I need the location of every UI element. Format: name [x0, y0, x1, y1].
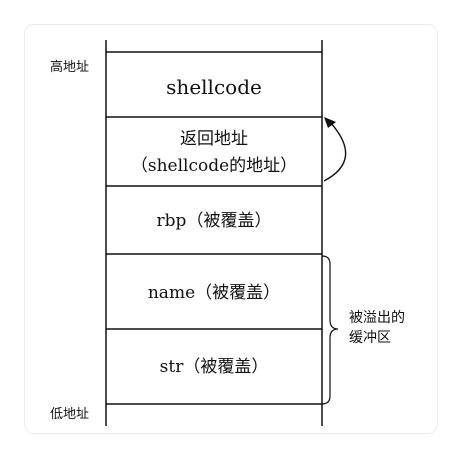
return-pointer-arrow — [323, 121, 347, 182]
overflow-buffer-label-line2: 缓冲区 — [349, 330, 391, 346]
return-pointer-arrowhead — [324, 117, 336, 128]
shellcode-cell-label: shellcode — [166, 75, 262, 99]
str-cell-label: str（被覆盖） — [160, 357, 269, 377]
high-address-label: 高地址 — [50, 59, 89, 75]
name-cell-label: name（被覆盖） — [148, 283, 280, 303]
diagram-card — [24, 24, 438, 434]
rbp-cell-label: rbp（被覆盖） — [157, 211, 272, 231]
return-address-sub-label: （shellcode的地址） — [131, 156, 297, 176]
low-address-label: 低地址 — [50, 407, 89, 422]
overflow-buffer-label-line1: 被溢出的 — [349, 310, 405, 326]
overflow-buffer-brace — [321, 255, 339, 405]
return-address-label: 返回地址 — [180, 129, 248, 149]
